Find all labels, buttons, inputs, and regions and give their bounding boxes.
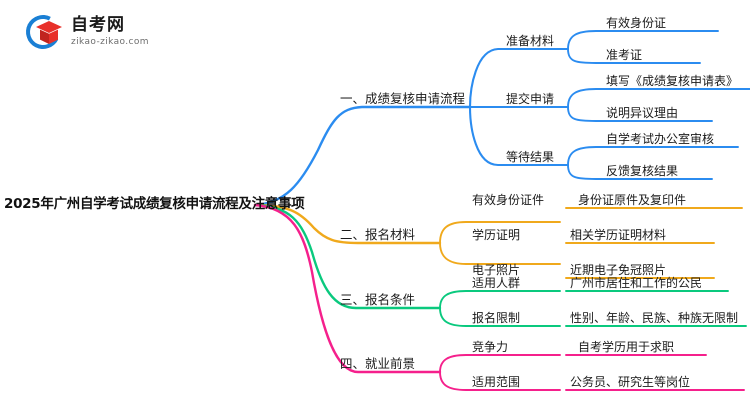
logo-text-block: 自考网 zikao-zikao.com: [71, 17, 149, 47]
logo-brand: 自考网: [71, 15, 125, 35]
subnode-valid-id-document[interactable]: 有效身份证件: [472, 193, 545, 207]
subnode-prepare-materials[interactable]: 准备材料: [506, 34, 555, 48]
leaf-admission-ticket[interactable]: 准考证: [606, 48, 643, 62]
branch-node-3[interactable]: 三、报名条件: [340, 292, 416, 307]
leaf-feedback-result[interactable]: 反馈复核结果: [606, 164, 679, 178]
subnode-competitiveness[interactable]: 竞争力: [472, 340, 509, 354]
leaf-degree-for-jobseeking[interactable]: 自考学历用于求职: [578, 340, 675, 354]
leaf-office-review[interactable]: 自学考试办公室审核: [606, 132, 715, 146]
site-logo: 自考网 zikao-zikao.com: [21, 10, 176, 54]
subnode-wait-result[interactable]: 等待结果: [506, 150, 555, 164]
leaf-education-materials[interactable]: 相关学历证明材料: [570, 228, 667, 242]
root-node[interactable]: 2025年广州自学考试成绩复核申请流程及注意事项: [4, 196, 305, 212]
subnode-registration-limit[interactable]: 报名限制: [472, 311, 521, 325]
leaf-recent-bareheaded-photo[interactable]: 近期电子免冠照片: [570, 263, 667, 277]
leaf-id-original-and-copy[interactable]: 身份证原件及复印件: [578, 193, 687, 207]
subnode-education-proof[interactable]: 学历证明: [472, 228, 521, 242]
leaf-state-objection-reason[interactable]: 说明异议理由: [606, 106, 679, 120]
leaf-fill-review-form[interactable]: 填写《成绩复核申请表》: [606, 74, 739, 88]
subnode-submit-application[interactable]: 提交申请: [506, 92, 555, 106]
leaf-civil-servant-postgrad-posts[interactable]: 公务员、研究生等岗位: [570, 375, 691, 389]
logo-url: zikao-zikao.com: [71, 37, 149, 47]
subnode-applicable-group[interactable]: 适用人群: [472, 276, 521, 290]
leaf-guangzhou-residents[interactable]: 广州市居住和工作的公民: [570, 276, 703, 290]
branch-node-1[interactable]: 一、成绩复核申请流程: [340, 91, 466, 106]
branch-node-4[interactable]: 四、就业前景: [340, 356, 416, 371]
leaf-no-restrictions[interactable]: 性别、年龄、民族、种族无限制: [570, 311, 739, 325]
graduation-cap-icon: [36, 21, 62, 44]
branch-node-2[interactable]: 二、报名材料: [340, 227, 416, 242]
subnode-applicable-scope[interactable]: 适用范围: [472, 375, 521, 389]
subnode-electronic-photo[interactable]: 电子照片: [472, 263, 521, 277]
leaf-valid-id-card[interactable]: 有效身份证: [606, 16, 667, 30]
logo-icon: [21, 10, 65, 54]
